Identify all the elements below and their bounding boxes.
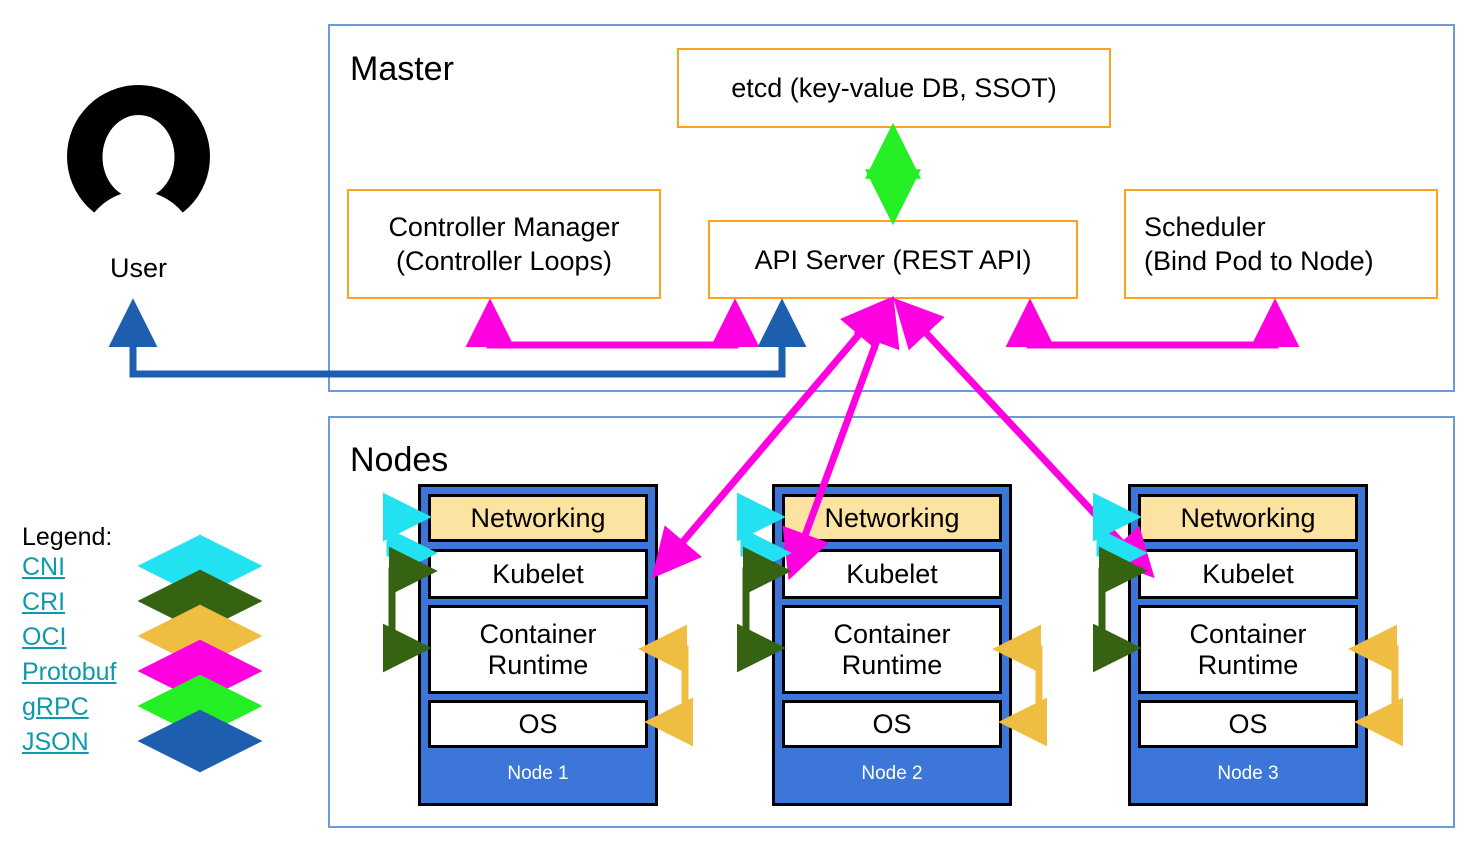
scheduler-label-line2: (Bind Pod to Node) [1144,246,1374,276]
node-3-networking[interactable]: Networking [1138,494,1358,542]
node-3-os[interactable]: OS [1138,700,1358,748]
controller-manager-label-line1: Controller Manager [388,212,620,242]
node-1-container-runtime-label-line1: Container [479,618,597,649]
legend-item-cni[interactable]: CNI [22,553,66,581]
legend-item-json[interactable]: JSON [22,728,89,756]
node-1-os-label: OS [518,708,558,739]
node-3-container-runtime[interactable]: Container Runtime [1138,605,1358,694]
node-3-name: Node 3 [1217,763,1279,784]
node-1-networking-label: Networking [470,502,606,533]
node-2-kubelet[interactable]: Kubelet [782,549,1002,599]
nodes-panel-title: Nodes [350,441,449,479]
node-1-kubelet[interactable]: Kubelet [428,549,648,599]
controller-manager-label-line2: (Controller Loops) [395,246,613,276]
node-2-container-runtime[interactable]: Container Runtime [782,605,1002,694]
api-server-label: API Server (REST API) [754,244,1032,275]
node-2-os[interactable]: OS [782,700,1002,748]
node-3-container-runtime-label-line1: Container [1189,618,1307,649]
node-1-networking[interactable]: Networking [428,494,648,542]
node-1-kubelet-label: Kubelet [492,558,584,589]
legend-item-oci[interactable]: OCI [22,623,67,651]
controller-manager-box[interactable]: Controller Manager (Controller Loops) [347,189,661,299]
node-2-container-runtime-label-line1: Container [833,618,951,649]
node-2-container-runtime-label-line2: Runtime [841,649,943,680]
node-2-networking-label: Networking [824,502,960,533]
node-1-container-runtime[interactable]: Container Runtime [428,605,648,694]
node-1-name: Node 1 [507,763,569,784]
etcd-label: etcd (key-value DB, SSOT) [731,73,1057,103]
node-2-name: Node 2 [861,763,923,784]
master-panel-title: Master [350,50,454,88]
node-3-container-runtime-label-line2: Runtime [1197,649,1299,680]
legend-item-grpc[interactable]: gRPC [22,693,89,721]
legend-item-protobuf[interactable]: Protobuf [22,658,117,686]
user-avatar-icon [65,85,212,228]
node-1-container-runtime-label-line2: Runtime [487,649,589,680]
node-2-networking[interactable]: Networking [782,494,1002,542]
node-3-networking-label: Networking [1180,502,1316,533]
user-label: User [109,253,167,283]
node-3-os-label: OS [1228,708,1268,739]
node-3-kubelet-label: Kubelet [1202,558,1294,589]
node-2-os-label: OS [872,708,912,739]
node-2-kubelet-label: Kubelet [846,558,938,589]
node-3-kubelet[interactable]: Kubelet [1138,549,1358,599]
legend-title: Legend: [22,523,113,551]
etcd-box[interactable]: etcd (key-value DB, SSOT) [677,48,1111,128]
scheduler-label-line1: Scheduler [1144,212,1266,242]
api-server-box[interactable]: API Server (REST API) [708,220,1078,299]
node-1-os[interactable]: OS [428,700,648,748]
scheduler-box[interactable]: Scheduler (Bind Pod to Node) [1124,189,1438,299]
legend-item-cri[interactable]: CRI [22,588,66,616]
